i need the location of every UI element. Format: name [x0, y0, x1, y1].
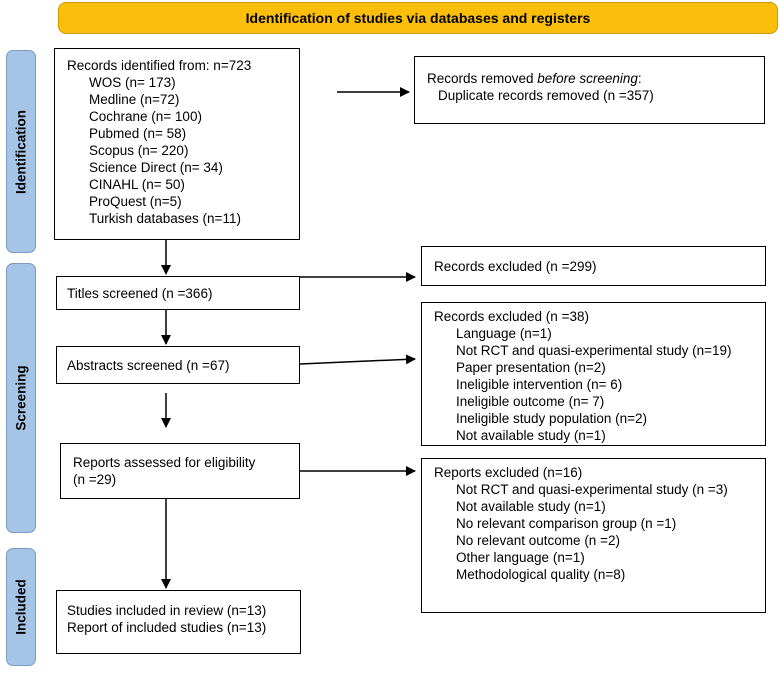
studies-included-box: Studies included in review (n=13) Report… [56, 590, 301, 654]
phase-identification: Identification [6, 50, 36, 253]
records-excluded-heading: Records excluded (n =38) [434, 309, 589, 324]
reports-assessed-line2: (n =29) [73, 472, 117, 487]
studies-included-line: Studies included in review (n=13) [67, 603, 267, 618]
source-item: Science Direct (n= 34) [89, 160, 223, 175]
source-item: Turkish databases (n=11) [89, 211, 241, 226]
exclusion-item: Ineligible intervention (n= 6) [456, 377, 623, 392]
duplicates-removed: Duplicate records removed (n =357) [438, 88, 654, 103]
reports-excluded-heading: Reports excluded (n=16) [434, 465, 583, 480]
source-item: ProQuest (n=5) [89, 194, 182, 209]
source-item: Scopus (n= 220) [89, 143, 189, 158]
records-removed-heading: Records removed before screening: [427, 71, 642, 86]
records-identified-box: Records identified from: n=723 WOS (n= 1… [54, 48, 300, 240]
source-item: Cochrane (n= 100) [89, 109, 202, 124]
source-item: Medline (n=72) [89, 92, 180, 107]
source-item: CINAHL (n= 50) [89, 177, 185, 192]
reports-excluded-box: Reports excluded (n=16) Not RCT and quas… [421, 458, 766, 613]
records-removed-box: Records removed before screening: Duplic… [414, 56, 765, 124]
records-identified-heading: Records identified from: n=723 [67, 58, 252, 73]
exclusion-item: Not RCT and quasi-experimental study (n … [456, 482, 728, 497]
titles-screened-box: Titles screened (n =366) [56, 276, 300, 310]
exclusion-item: No relevant outcome (n =2) [456, 533, 620, 548]
exclusion-item: Not available study (n=1) [456, 499, 606, 514]
reports-assessed-line1: Reports assessed for eligibility [73, 455, 256, 470]
exclusion-item: Ineligible outcome (n= 7) [456, 394, 605, 409]
records-excluded-box-2: Records excluded (n =38) Language (n=1) … [421, 302, 766, 446]
exclusion-item: Not RCT and quasi-experimental study (n=… [456, 343, 732, 358]
exclusion-item: Ineligible study population (n=2) [456, 411, 648, 426]
exclusion-item: Other language (n=1) [456, 550, 585, 565]
arrow-abstracts-to-excluded [299, 354, 416, 365]
exclusion-item: No relevant comparison group (n =1) [456, 516, 677, 531]
phase-included: Included [6, 548, 36, 666]
reports-assessed-box: Reports assessed for eligibility (n =29) [60, 443, 300, 499]
exclusion-item: Methodological quality (n=8) [456, 567, 626, 582]
records-excluded-box-1: Records excluded (n =299) [421, 246, 766, 286]
reports-included-line: Report of included studies (n=13) [67, 620, 267, 635]
abstracts-screened-box: Abstracts screened (n =67) [56, 346, 300, 384]
exclusion-item: Paper presentation (n=2) [456, 360, 606, 375]
source-item: Pubmed (n= 58) [89, 126, 187, 141]
phase-screening: Screening [6, 263, 36, 533]
source-item: WOS (n= 173) [89, 75, 176, 90]
header-banner: Identification of studies via databases … [58, 2, 778, 34]
exclusion-item: Not available study (n=1) [456, 428, 606, 443]
exclusion-item: Language (n=1) [456, 326, 552, 341]
